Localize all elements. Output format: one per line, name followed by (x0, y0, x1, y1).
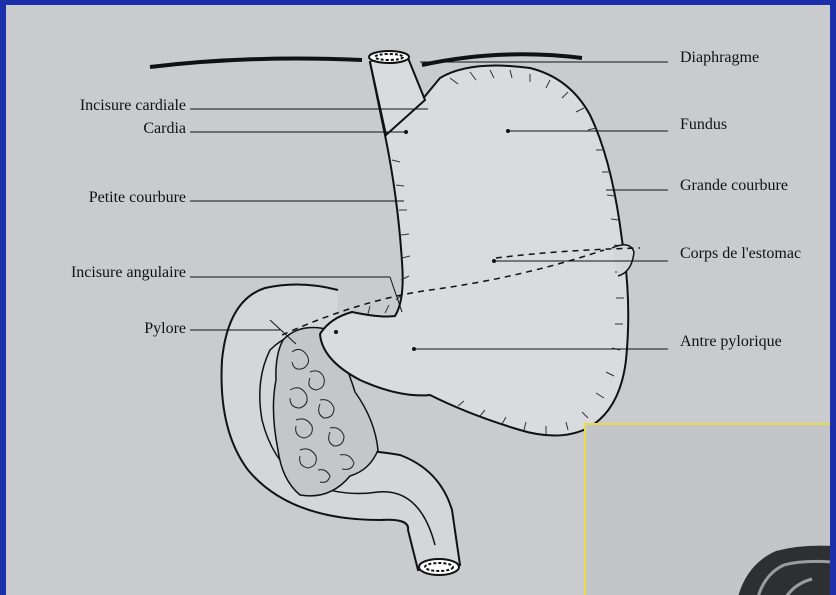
label-petite-courbure: Petite courbure (46, 189, 186, 207)
diaphragm-line (150, 59, 362, 67)
label-diaphragme: Diaphragme (680, 49, 759, 67)
inset-image-box (584, 423, 830, 595)
stomach-outline (320, 58, 628, 436)
label-cardia: Cardia (46, 120, 186, 138)
label-grande-courbure: Grande courbure (680, 177, 788, 195)
inset-illustration (586, 425, 830, 595)
diaphragm-line-right (422, 54, 582, 65)
label-antre-pylorique: Antre pylorique (680, 333, 782, 351)
label-incisure-cardiale: Incisure cardiale (46, 97, 186, 115)
label-corps-estomac: Corps de l'estomac (680, 245, 801, 263)
slide-frame: Incisure cardiale Cardia Petite courbure… (6, 5, 830, 595)
label-fundus: Fundus (680, 116, 727, 134)
label-incisure-angulaire: Incisure angulaire (26, 264, 186, 282)
label-pylore: Pylore (46, 320, 186, 338)
